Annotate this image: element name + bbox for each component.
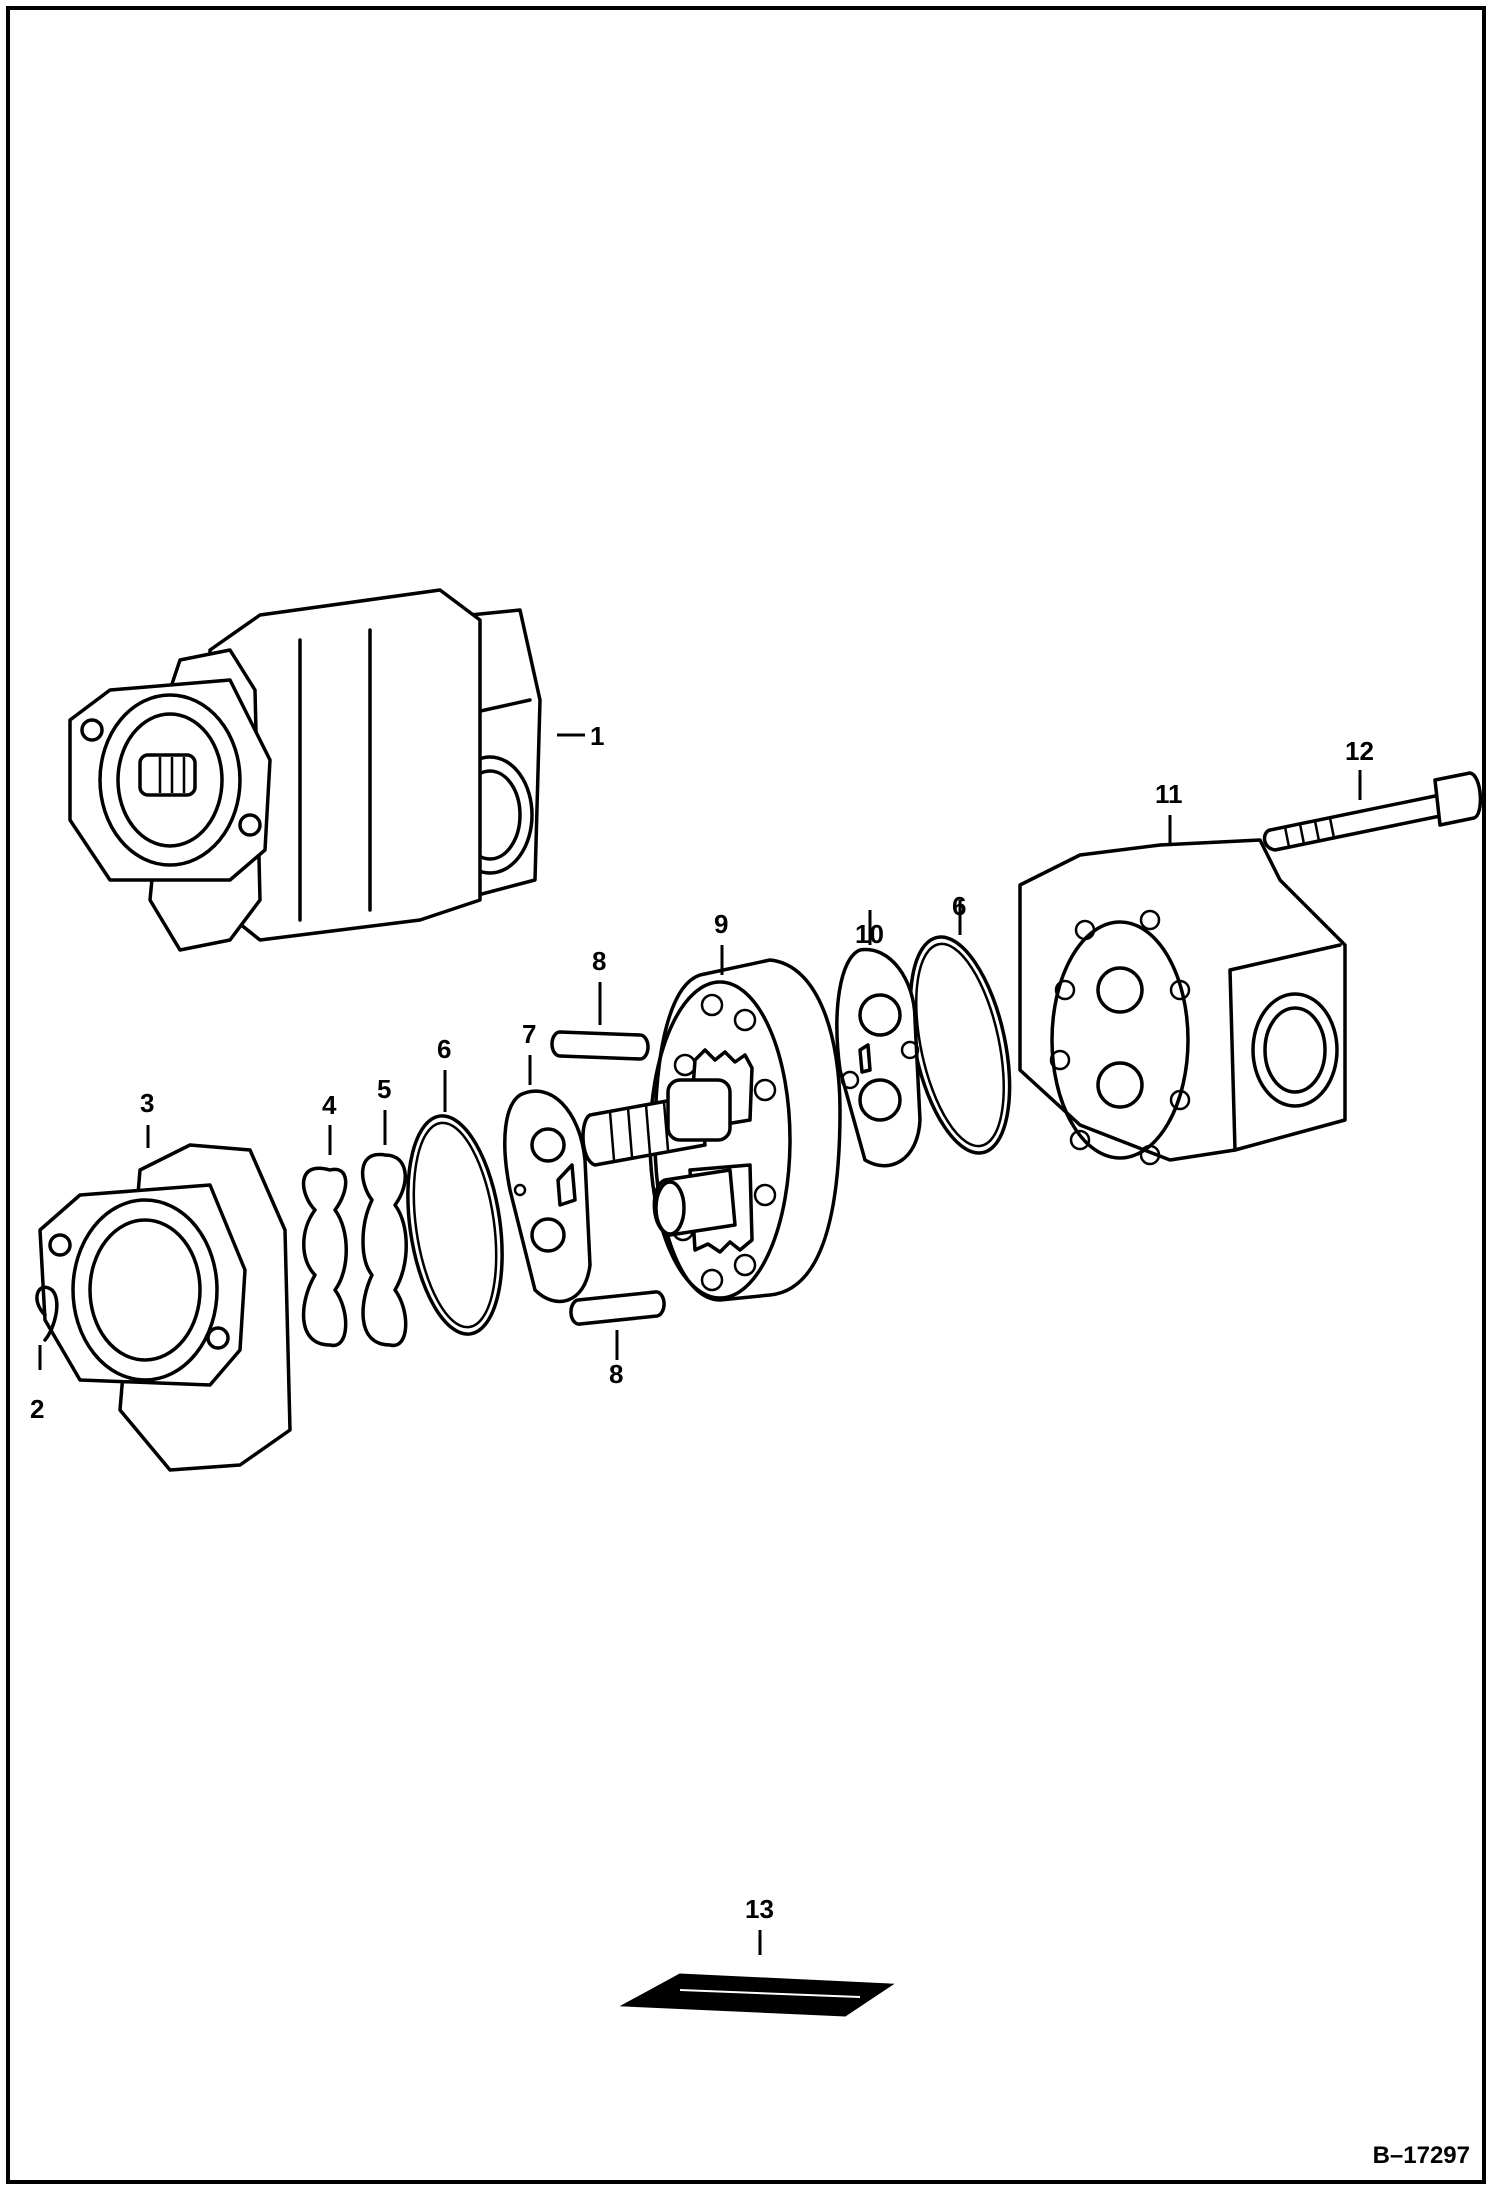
part-7-wear-plate [503,1089,592,1304]
figure-reference-number: B–17297 [1373,2142,1470,2169]
callout-10: 10 [855,919,884,949]
callout-12: 12 [1345,736,1374,766]
callout-6-right: 6 [952,891,966,921]
callout-4: 4 [322,1090,337,1120]
callout-8-lower: 8 [609,1359,623,1389]
callout-1: 1 [590,721,604,751]
callout-7: 7 [522,1019,536,1049]
part-1-assembled-pump [68,588,542,952]
callout-11: 11 [1155,779,1183,809]
part-11-rear-housing [1018,838,1347,1166]
part-9-gear-body [581,958,842,1302]
callout-2: 2 [30,1394,44,1424]
callout-8-upper: 8 [592,946,606,976]
part-4-seal [301,1166,348,1347]
callout-13: 13 [745,1894,774,1924]
part-8-dowel-pin-upper [550,1030,650,1061]
leader-lines [38,733,1362,1955]
part-10-thrust-plate [835,947,922,1168]
part-8-dowel-pin-lower [569,1290,666,1326]
callout-6-left: 6 [437,1034,451,1064]
part-5-seal [361,1152,408,1347]
part-6-o-ring-left [406,1114,504,1336]
callout-3: 3 [140,1088,154,1118]
callout-5: 5 [377,1074,391,1104]
part-12-bolt [1262,771,1483,852]
part-3-front-housing [38,1143,292,1472]
callout-9: 9 [714,909,728,939]
part-13-seal-kit [619,1973,895,2017]
part-2-retaining-ring [35,1285,59,1342]
